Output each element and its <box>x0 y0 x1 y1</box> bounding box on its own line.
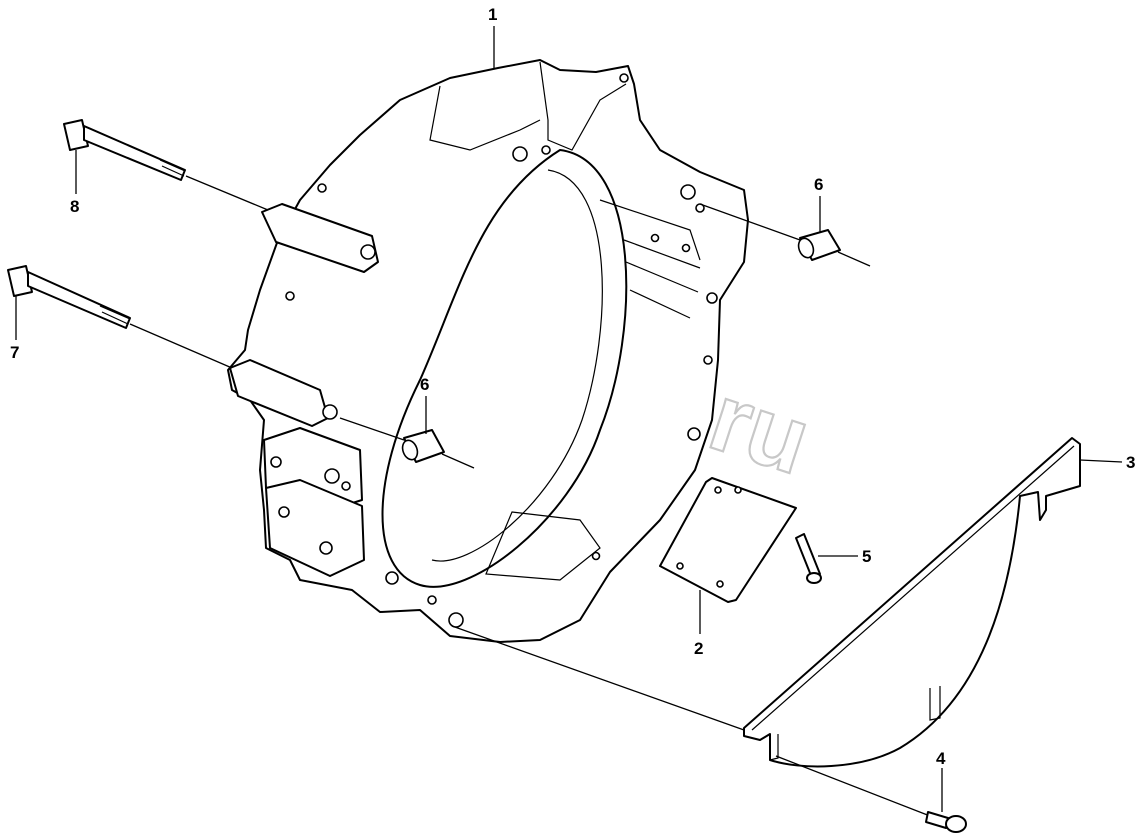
callout-7: 7 <box>10 343 19 362</box>
bolt-upper <box>63 119 269 211</box>
bolt-shield <box>775 755 967 833</box>
callout-6-right: 6 <box>814 175 823 194</box>
shield-plate <box>451 437 1081 768</box>
callout-4: 4 <box>936 749 946 768</box>
callout-2: 2 <box>694 639 703 658</box>
callout-5: 5 <box>862 547 871 566</box>
screw-cover <box>795 533 822 584</box>
cover-plate <box>659 477 797 603</box>
dowel-sleeve-left <box>339 417 475 469</box>
callout-leaders <box>15 26 1123 812</box>
dowel-sleeve-right <box>699 203 871 267</box>
callout-3: 3 <box>1126 453 1135 472</box>
flywheel-housing <box>227 59 749 643</box>
callout-8: 8 <box>70 197 79 216</box>
callout-1: 1 <box>488 5 497 24</box>
callout-6-left: 6 <box>420 375 429 394</box>
bolt-lower <box>7 265 233 369</box>
